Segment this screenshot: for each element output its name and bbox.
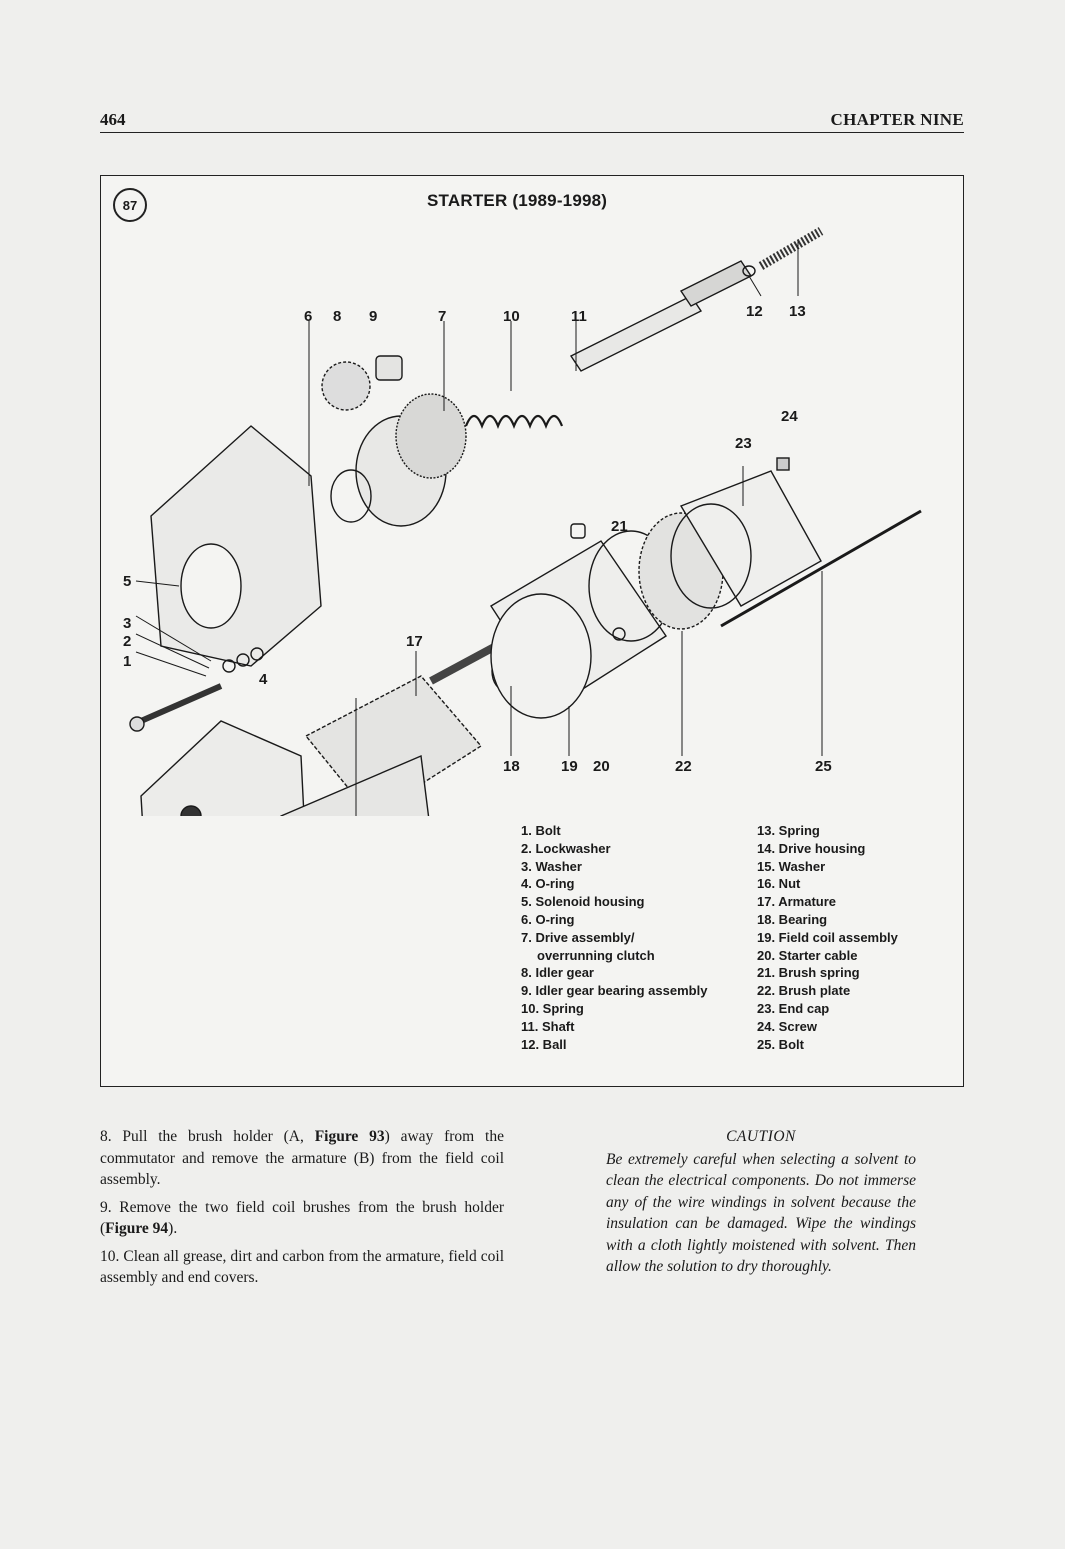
- legend-item: 7. Drive assembly/: [521, 929, 635, 945]
- callout-19: 19: [561, 758, 578, 775]
- callout-24: 24: [781, 408, 798, 425]
- figure-number: 87: [113, 188, 147, 222]
- step-9: 9. Remove the two field coil brushes fro…: [100, 1198, 504, 1238]
- callout-18: 18: [503, 758, 520, 775]
- legend-item: 23. End cap: [757, 1000, 830, 1016]
- callout-12: 12: [746, 303, 763, 320]
- figure-87: 87 STARTER (1989-1998): [100, 175, 964, 1087]
- callout-8: 8: [333, 308, 341, 325]
- legend-item: 10. Spring: [521, 1000, 584, 1016]
- legend-item: 4. O-ring: [521, 876, 575, 892]
- callout-23: 23: [735, 435, 752, 452]
- parts-legend-right: 13. Spring 14. Drive housing 15. Washer …: [757, 822, 898, 1053]
- shaft-drawing: [569, 227, 824, 372]
- drive-housing-drawing: [140, 720, 430, 816]
- legend-item: 12. Ball: [521, 1036, 567, 1052]
- solenoid-housing-drawing: [150, 425, 322, 667]
- legend-item: 2. Lockwasher: [521, 840, 611, 856]
- legend-item: 1. Bolt: [521, 823, 561, 838]
- callout-13: 13: [789, 303, 806, 320]
- caution-title: CAUTION: [726, 1128, 796, 1145]
- caution-text: Be extremely careful when selecting a so…: [606, 1150, 916, 1276]
- legend-item: 9. Idler gear bearing assembly: [521, 983, 708, 999]
- callout-4: 4: [259, 671, 268, 688]
- page-number: 464: [100, 110, 126, 129]
- callout-11: 11: [571, 308, 587, 325]
- idler-gear-drawing: [321, 361, 371, 411]
- starter-exploded-diagram: 1 2 3 4 5 6 7 8 9 10 11 12 13 14 15 16 1…: [123, 227, 922, 816]
- callout-2: 2: [123, 633, 131, 650]
- step-8: 8. Pull the brush holder (A, Figure 93) …: [100, 1128, 504, 1188]
- chapter-title: CHAPTER NINE: [830, 110, 964, 129]
- legend-item: 25. Bolt: [757, 1036, 804, 1052]
- legend-item: 3. Washer: [521, 858, 582, 874]
- callout-17: 17: [406, 633, 423, 650]
- legend-item: 19. Field coil assembly: [757, 929, 898, 945]
- legend-item: overrunning clutch: [537, 947, 655, 963]
- legend-item: 18. Bearing: [757, 911, 828, 927]
- idler-bearing-drawing: [375, 355, 403, 381]
- legend-item: 20. Starter cable: [757, 947, 858, 963]
- legend-item: 13. Spring: [757, 823, 820, 838]
- legend-item: 11. Shaft: [521, 1018, 575, 1034]
- figure-93-reference: Figure 93: [314, 1128, 385, 1145]
- parts-legend-left: 1. Bolt 2. Lockwasher 3. Washer 4. O-rin…: [521, 822, 707, 1053]
- drive-assembly-drawing: [330, 393, 467, 527]
- legend-item: 14. Drive housing: [757, 840, 866, 856]
- callout-9: 9: [369, 308, 377, 325]
- callout-1: 1: [123, 653, 131, 670]
- callout-7: 7: [438, 308, 446, 325]
- legend-item: 5. Solenoid housing: [521, 894, 645, 910]
- screw-drawing: [776, 457, 790, 471]
- procedure-steps: 8. Pull the brush holder (A, Figure 93) …: [100, 1126, 504, 1295]
- callout-20: 20: [593, 758, 610, 775]
- callout-3: 3: [123, 615, 131, 632]
- caution-box: CAUTION Be extremely careful when select…: [606, 1126, 916, 1278]
- callout-5: 5: [123, 573, 131, 590]
- spring-drawing: [464, 414, 564, 429]
- legend-item: 17. Armature: [757, 894, 836, 910]
- long-bolt-drawing: [720, 509, 922, 628]
- figure-94-reference: Figure 94: [105, 1220, 169, 1237]
- legend-item: 22. Brush plate: [757, 983, 851, 999]
- callout-10: 10: [503, 308, 520, 325]
- legend-item: 21. Brush spring: [757, 965, 860, 981]
- callout-6: 6: [304, 308, 312, 325]
- callout-21: 21: [611, 518, 628, 535]
- figure-title: STARTER (1989-1998): [427, 191, 608, 210]
- field-coil-drawing: [490, 530, 674, 719]
- legend-item: 24. Screw: [757, 1018, 817, 1034]
- step-10: 10. Clean all grease, dirt and carbon fr…: [100, 1247, 504, 1287]
- brush-spring-drawing: [570, 523, 586, 539]
- legend-item: 8. Idler gear: [521, 965, 594, 981]
- legend-item: 15. Washer: [757, 858, 826, 874]
- legend-item: 6. O-ring: [521, 911, 575, 927]
- callout-22: 22: [675, 758, 692, 775]
- page-header: 464 CHAPTER NINE: [100, 108, 964, 133]
- callout-25: 25: [815, 758, 832, 775]
- legend-item: 16. Nut: [757, 876, 801, 892]
